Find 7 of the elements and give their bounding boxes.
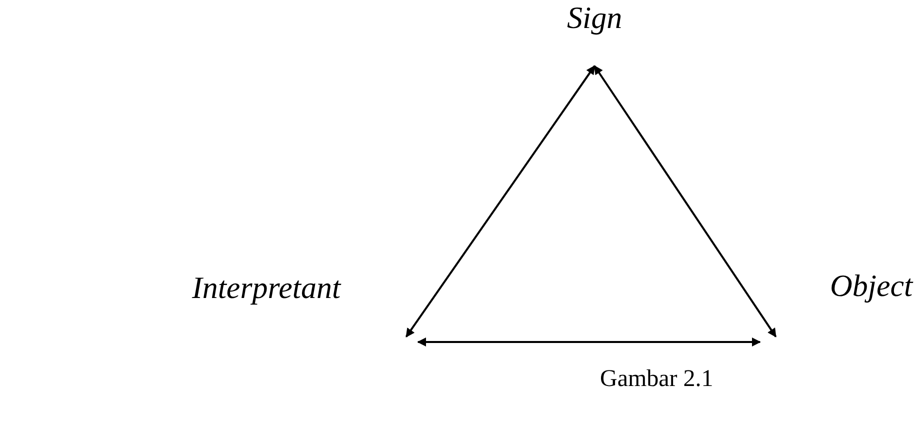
double-arrow (417, 338, 761, 346)
node-label: Sign (567, 2, 622, 67)
figure-caption: Gambar 2.1 (600, 367, 714, 391)
node-label: Interpretant (192, 272, 404, 341)
double-arrow (405, 65, 596, 338)
double-arrow (594, 65, 777, 338)
node-label: Object (778, 270, 913, 341)
